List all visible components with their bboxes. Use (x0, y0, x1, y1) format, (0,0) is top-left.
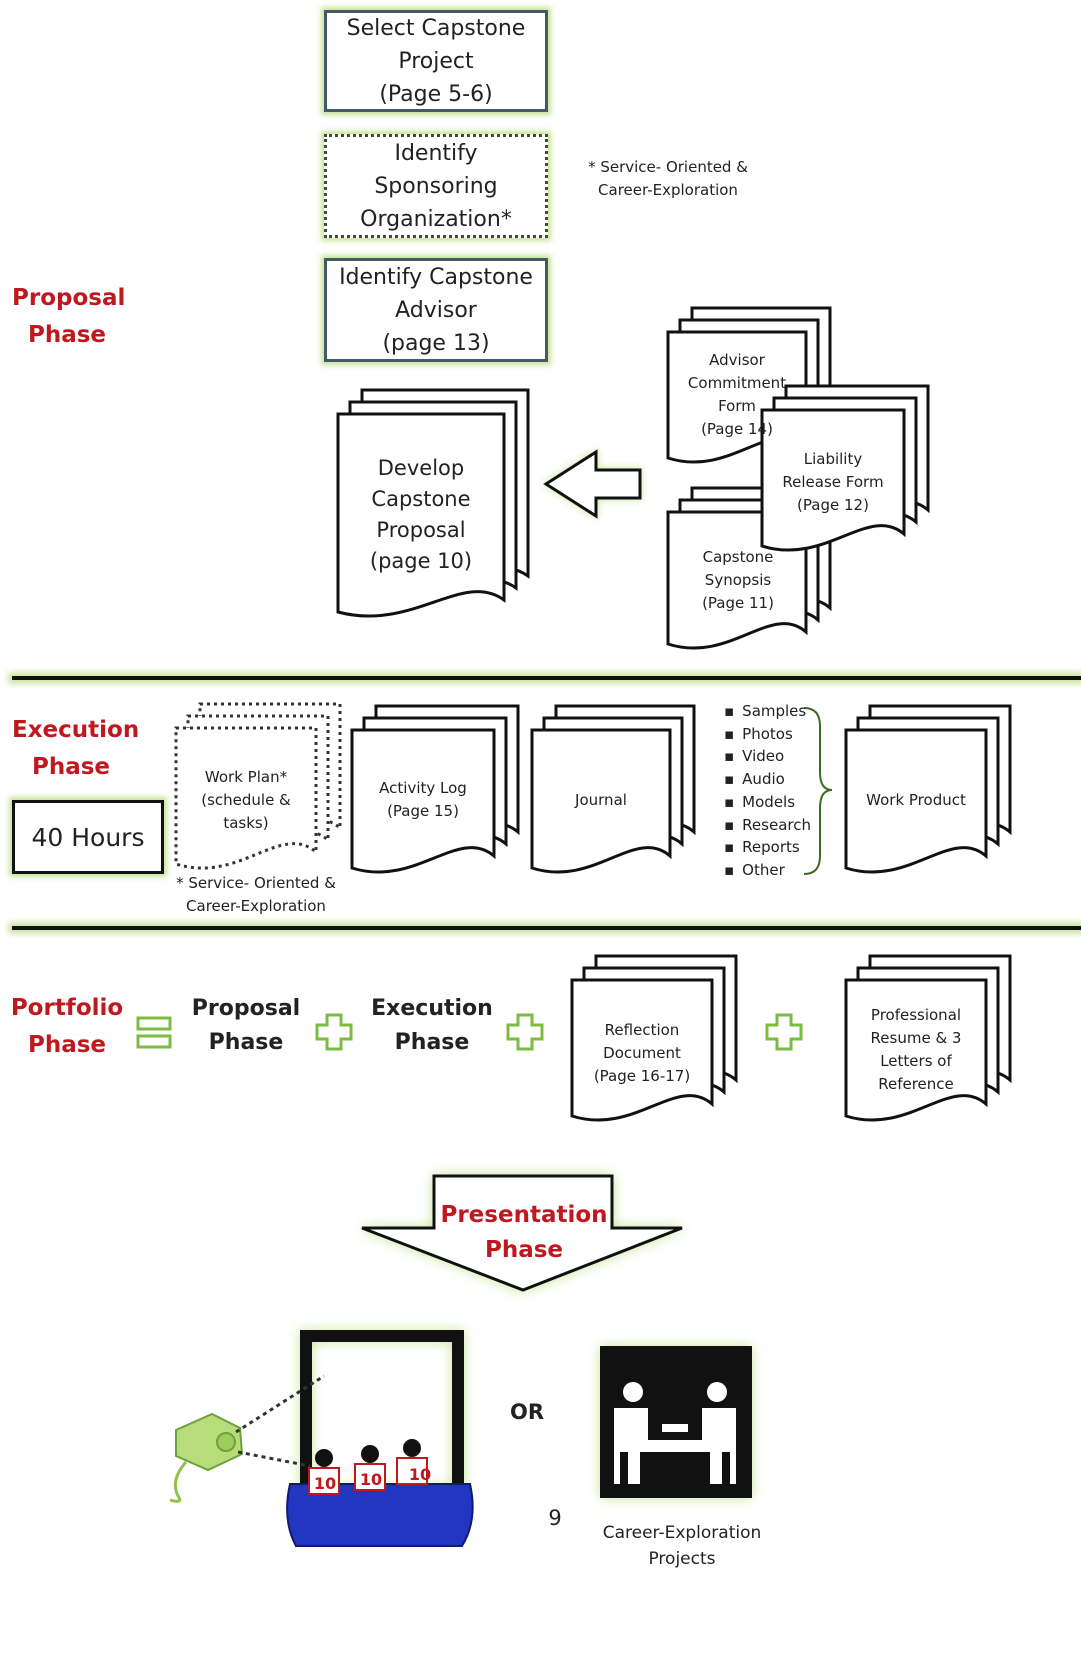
phase-separator-bottom (12, 926, 1081, 930)
page-number: 9 (548, 1506, 562, 1530)
journal-doc (530, 728, 672, 874)
projector-icon (175, 1412, 244, 1472)
work-product-types-list: SamplesPhotosVideoAudioModelsResearchRep… (724, 700, 811, 882)
reflection-document-label: Reflection Document (Page 16-17) (593, 1020, 691, 1085)
projection-beam-icon (237, 1450, 311, 1468)
projector-lens-icon (216, 1432, 236, 1452)
phase-separator-top (12, 676, 1081, 680)
portfolio-proposal-term: Proposal Phase (191, 996, 301, 1055)
identify-capstone-advisor-box: Identify Capstone Advisor (page 13) (324, 258, 548, 362)
portfolio-execution-term: Execution Phase (371, 996, 493, 1055)
judge-score-card-3: 10 (408, 1465, 432, 1484)
person-seated-icon (674, 1408, 736, 1484)
advisor-commitment-form-label: Advisor Commitment Form (Page 14) (687, 351, 787, 438)
work-plan-label: Work Plan* (schedule & tasks) (201, 767, 291, 832)
work-product-type-item: Audio (724, 768, 811, 791)
judge-head-icon (361, 1445, 379, 1463)
projector-cable-icon (169, 1461, 188, 1503)
career-exploration-caption: Career-Exploration Projects (602, 1523, 762, 1569)
judge-score-card-icon (354, 1463, 386, 1491)
plus-icon (765, 1013, 803, 1051)
work-product-type-item: Samples (724, 700, 811, 723)
or-text: OR (509, 1400, 545, 1424)
work-product-type-item: Other (724, 859, 811, 882)
develop-capstone-proposal-doc (336, 412, 506, 618)
bracket-brace-icon (803, 707, 833, 875)
judge-head-icon (403, 1439, 421, 1457)
execution-phase-label: Execution Phase (12, 717, 140, 780)
portfolio-phase-label: Portfolio Phase (10, 995, 124, 1058)
judge-score-card-icon (396, 1457, 428, 1485)
presentation-phase-label: Presentation Phase (440, 1202, 608, 1263)
arrow-left-icon (543, 449, 642, 519)
reflection-document-doc (570, 978, 714, 1122)
activity-log-doc (350, 728, 496, 874)
work-product-type-item: Photos (724, 723, 811, 746)
person-seated-icon (614, 1408, 676, 1484)
work-plan-doc (174, 726, 318, 870)
forty-hours-box: 40 Hours (12, 800, 164, 874)
judges-table-icon (286, 1483, 474, 1547)
identify-sponsoring-organization-box: Identify Sponsoring Organization* (324, 134, 548, 238)
plus-icon (506, 1013, 544, 1051)
judge-score-card-2: 10 (359, 1470, 383, 1489)
plus-icon (315, 1013, 353, 1051)
person-head-icon (707, 1382, 727, 1402)
work-plan-footnote: * Service- Oriented & Career-Exploration (176, 874, 336, 915)
liability-release-form-doc (760, 408, 906, 552)
judge-head-icon (315, 1449, 333, 1467)
judge-score-card-1: 10 (313, 1474, 337, 1493)
equals-icon (136, 1016, 172, 1031)
person-head-icon (623, 1382, 643, 1402)
professional-resume-label: Professional Resume & 3 Letters of Refer… (870, 1006, 962, 1093)
liability-release-form-label: Liability Release Form (Page 12) (782, 449, 884, 514)
work-product-type-item: Video (724, 745, 811, 768)
select-capstone-project-box: Select Capstone Project (Page 5-6) (324, 10, 548, 112)
presentation-down-arrow-icon (361, 1174, 683, 1292)
work-product-doc (844, 728, 988, 874)
proposal-phase-label: Proposal Phase (12, 285, 126, 348)
journal-label: Journal (575, 790, 627, 809)
work-product-type-item: Models (724, 791, 811, 814)
work-product-label: Work Product (866, 790, 966, 809)
work-product-type-item: Research (724, 814, 811, 837)
judge-score-card-icon (308, 1467, 340, 1495)
professional-resume-doc (844, 978, 988, 1122)
work-product-type-item: Reports (724, 836, 811, 859)
activity-log-label: Activity Log (Page 15) (379, 779, 467, 820)
equals-icon (136, 1034, 172, 1049)
projection-beam-icon (235, 1374, 325, 1434)
develop-capstone-proposal-label: Develop Capstone Proposal (page 10) (369, 456, 473, 573)
capstone-synopsis-label: Capstone Synopsis (Page 11) (702, 547, 774, 612)
sponsor-footnote: * Service- Oriented & Career-Exploration (588, 158, 748, 199)
table-icon (662, 1424, 688, 1432)
